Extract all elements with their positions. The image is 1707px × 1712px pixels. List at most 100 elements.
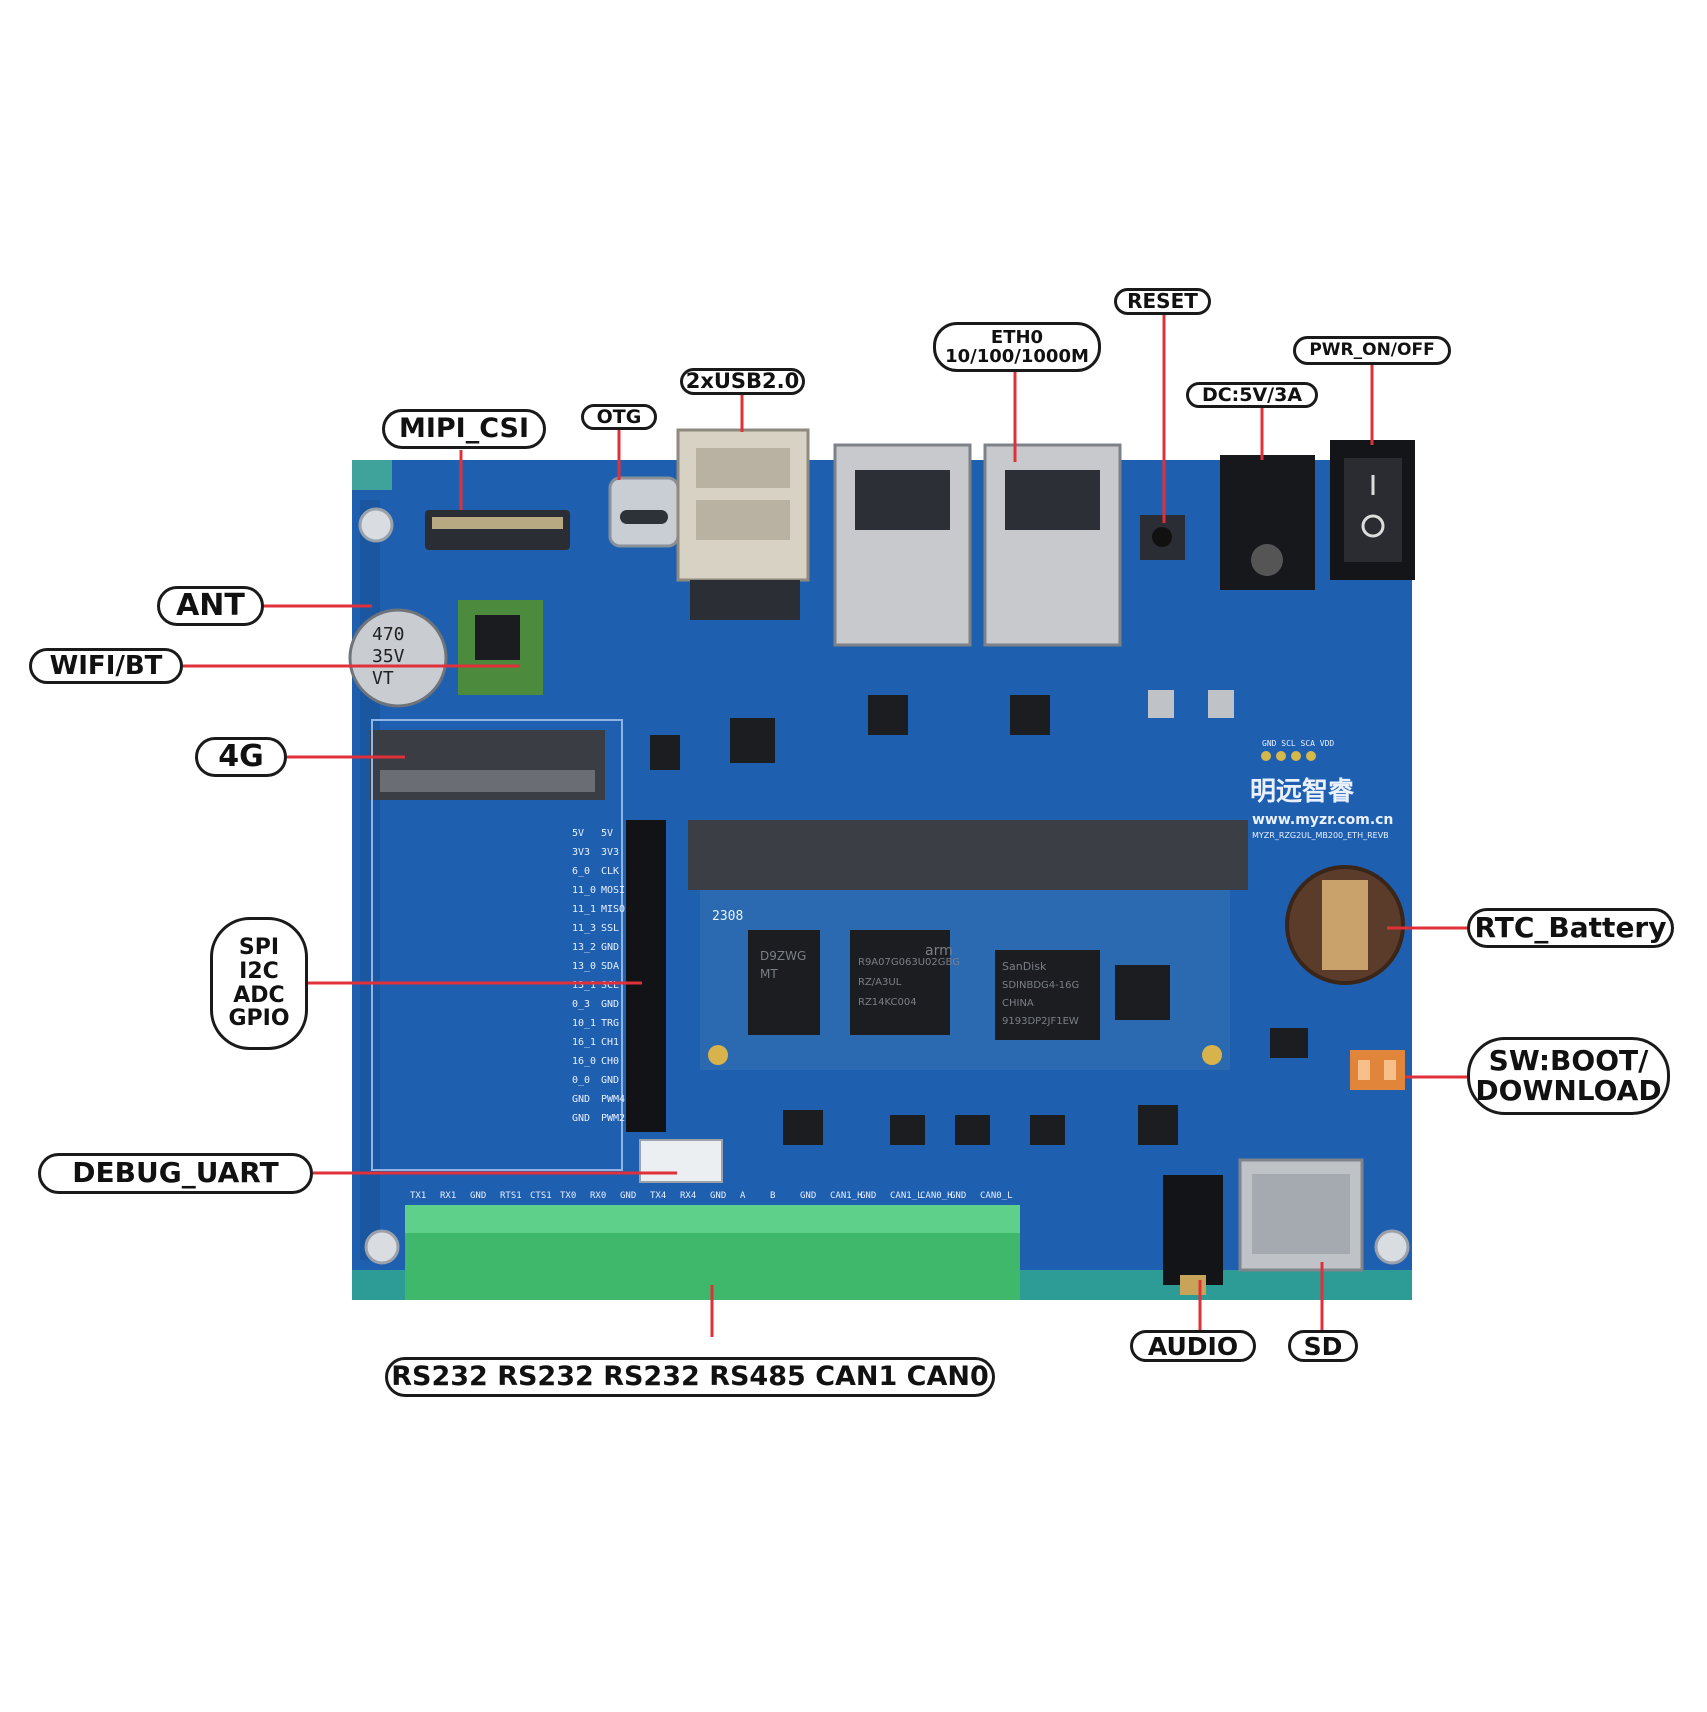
- header-pin-label: 0_0: [572, 1075, 590, 1086]
- terminal-pin-label: CAN1_L: [890, 1191, 923, 1201]
- terminal-pin-label: RX1: [440, 1191, 456, 1201]
- wifi-bt-label: WIFI/BT: [29, 648, 183, 684]
- otg-connector: [608, 476, 680, 548]
- terminal-pin-label: GND: [860, 1191, 876, 1201]
- header-func-label: CH0: [601, 1056, 619, 1067]
- brand-website: www.myzr.com.cn: [1252, 812, 1393, 828]
- header-pin-label: 10_1: [572, 1018, 596, 1029]
- otg-label: OTG: [581, 404, 657, 430]
- header-func-label: MISO: [601, 904, 625, 915]
- header-func-label: GND: [601, 999, 619, 1010]
- emmc-text-4: 9193DP2JF1EW: [1002, 1016, 1079, 1027]
- debug-connector: [639, 1139, 723, 1183]
- terminal-pin-label: TX1: [410, 1191, 426, 1201]
- terminal-pin-label: TX0: [560, 1191, 576, 1201]
- leader-lines: [183, 314, 1467, 1337]
- pwr-label: PWR_ON/OFF: [1293, 336, 1451, 365]
- header-pin-label: 11_1: [572, 904, 596, 915]
- module-mark: 2308: [712, 909, 743, 924]
- gpio-header: [626, 820, 666, 1132]
- header-func-label: CLK: [601, 866, 619, 877]
- ddr-chip: [748, 930, 820, 1035]
- lower-chips: [783, 1028, 1308, 1145]
- power-switch: [1330, 440, 1415, 580]
- ethernet-jacks: [833, 443, 1122, 647]
- cpu-text-1: R9A07G063U02GBG: [858, 957, 960, 968]
- header-pin-label: 13_1: [572, 980, 596, 991]
- cpu-text-2: RZ/A3UL: [858, 977, 902, 988]
- header-pin-label: GND: [572, 1094, 590, 1105]
- terminal-pin-label: GND: [710, 1191, 726, 1201]
- i2c-header: [1261, 751, 1316, 761]
- audio-jack: [1163, 1175, 1223, 1295]
- capacitor: 470 35V VT: [348, 608, 448, 708]
- capacitor-text-1: 470: [372, 624, 405, 645]
- capacitor-text-3: VT: [372, 668, 394, 689]
- terminal-pin-label: CAN0_H: [920, 1191, 953, 1201]
- terminal-pin-label: A: [740, 1191, 746, 1201]
- wifi-module: [458, 600, 543, 695]
- phy-chips: [650, 690, 1234, 770]
- terminal-pin-label: CTS1: [530, 1191, 552, 1201]
- board-model: MYZR_RZG2UL_MB200_ETH_REVB: [1252, 831, 1389, 840]
- header-func-label: MOSI: [601, 885, 625, 896]
- serial-ports-label: RS232 RS232 RS232 RS485 CAN1 CAN0: [385, 1357, 995, 1397]
- ant-label: ANT: [157, 586, 264, 626]
- rtc-battery-holder: [1285, 865, 1405, 985]
- header-pin-label: 3V3: [572, 847, 590, 858]
- capacitor-text-2: 35V: [372, 646, 405, 667]
- header-func-label: SCL: [601, 980, 619, 991]
- dip-switch: [1350, 1050, 1405, 1090]
- usb-label: 2xUSB2.0: [680, 368, 805, 395]
- terminal-pin-label: CAN0_L: [980, 1191, 1013, 1201]
- mpcie-outline: [371, 719, 623, 1171]
- mipi-connector: [425, 510, 570, 550]
- emmc-text-1: SanDisk: [1002, 960, 1047, 973]
- emmc-text-3: CHINA: [1002, 998, 1034, 1009]
- terminal-block: [405, 1205, 1020, 1300]
- header-pin-label: 13_2: [572, 942, 596, 953]
- header-pin-label: 13_0: [572, 961, 596, 972]
- dc-jack: [1220, 455, 1315, 590]
- cpu-chip: [850, 930, 950, 1035]
- header-func-label: TRG: [601, 1018, 619, 1029]
- mpcie-slot: [370, 730, 605, 800]
- header-func-label: GND: [601, 1075, 619, 1086]
- core-module: 2308 D9ZWG MT R9A07G063U02GBG RZ/A3UL RZ…: [700, 890, 1230, 1070]
- header-func-label: 5V: [601, 828, 613, 839]
- header-pin-label: 11_0: [572, 885, 596, 896]
- header-labels: 5V 5V 3V3 3V3 6_0 CLK 11_0 MOSI 11_1 MISO 11_3 SSL 1…: [572, 828, 625, 1124]
- sodimm-slot: [688, 820, 1248, 890]
- header-pin-label: 6_0: [572, 866, 590, 877]
- terminal-pin-label: TX4: [650, 1191, 666, 1201]
- dc-label: DC:5V/3A: [1186, 382, 1318, 408]
- header-pin-label: GND: [572, 1113, 590, 1124]
- terminal-pin-label: RX4: [680, 1191, 696, 1201]
- header-pin-label: 5V: [572, 828, 584, 839]
- 4g-label: 4G: [195, 737, 287, 777]
- header-func-label: GND: [601, 942, 619, 953]
- header-func-label: SSL: [601, 923, 619, 934]
- debug-uart-label: DEBUG_UART: [38, 1153, 313, 1194]
- brand-name: 明远智睿: [1250, 777, 1355, 807]
- audio-label: AUDIO: [1130, 1330, 1256, 1362]
- terminal-pin-label: RTS1: [500, 1191, 522, 1201]
- header-pin-label: 16_1: [572, 1037, 596, 1048]
- emmc-text-2: SDINBDG4-16G: [1002, 980, 1079, 991]
- header-pin-label: 11_3: [572, 923, 596, 934]
- terminal-pin-label: GND: [800, 1191, 816, 1201]
- header-func-label: CH1: [601, 1037, 619, 1048]
- arm-mark: arm: [925, 943, 953, 959]
- header-pin-label: 16_0: [572, 1056, 596, 1067]
- sw-boot-download-label: SW:BOOT/ DOWNLOAD: [1467, 1037, 1670, 1115]
- cpu-text-3: RZ14KC004: [858, 997, 917, 1008]
- ddr-text-2: MT: [760, 967, 778, 981]
- reset-label: RESET: [1114, 288, 1211, 315]
- header-func-label: 3V3: [601, 847, 619, 858]
- eth0-label: ETH0 10/100/1000M: [933, 322, 1101, 372]
- header-pin-label: 0_3: [572, 999, 590, 1010]
- mipi-csi-label: MIPI_CSI: [382, 409, 546, 449]
